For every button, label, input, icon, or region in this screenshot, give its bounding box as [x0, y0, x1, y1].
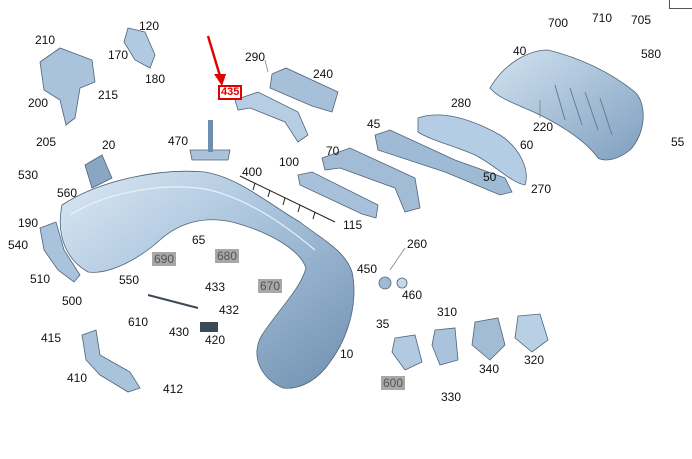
part-label-550[interactable]: 550 [119, 273, 140, 287]
part-label-35[interactable]: 35 [376, 317, 390, 331]
cover-240-part [269, 67, 339, 113]
part-label-420[interactable]: 420 [205, 333, 226, 347]
bracket-410-part [81, 329, 141, 393]
panel-20-part [84, 154, 113, 189]
red-arrow-icon [206, 35, 226, 86]
part-label-55[interactable]: 55 [671, 135, 685, 149]
part-label-500[interactable]: 500 [62, 294, 83, 308]
bracket-470-part [189, 149, 231, 161]
bumper-inner-edge [69, 186, 316, 251]
part-label-65[interactable]: 65 [192, 233, 206, 247]
part-label-610[interactable]: 610 [128, 315, 149, 329]
part-label-220[interactable]: 220 [533, 120, 554, 134]
part-label-120[interactable]: 120 [139, 19, 160, 33]
part-label-433[interactable]: 433 [205, 280, 226, 294]
part-label-435[interactable]: 435 [218, 85, 243, 100]
part-label-280[interactable]: 280 [451, 96, 472, 110]
strip-400-part [239, 175, 336, 223]
part-label-20[interactable]: 20 [102, 138, 116, 152]
part-label-430[interactable]: 430 [169, 325, 190, 339]
part-label-432[interactable]: 432 [219, 303, 240, 317]
part-label-60[interactable]: 60 [520, 138, 534, 152]
part-label-270[interactable]: 270 [531, 182, 552, 196]
rod-430-part [147, 294, 199, 309]
rear-diffuser-part [489, 49, 644, 161]
part-label-200[interactable]: 200 [28, 96, 49, 110]
part-label-460[interactable]: 460 [402, 288, 423, 302]
bracket-600-part [391, 334, 423, 371]
bracket-310-part [431, 327, 459, 366]
part-label-340[interactable]: 340 [479, 362, 500, 376]
strip-400-ticks [252, 182, 316, 220]
part-label-510[interactable]: 510 [30, 272, 51, 286]
bracket-340-part [471, 317, 506, 361]
part-label-600[interactable]: 600 [381, 376, 406, 390]
part-label-45[interactable]: 45 [367, 117, 381, 131]
bracket-200-part [39, 47, 96, 126]
part-label-290[interactable]: 290 [245, 50, 266, 64]
part-label-580[interactable]: 580 [641, 47, 662, 61]
bumper-cover-part [59, 170, 355, 389]
bracket-320-part [514, 313, 549, 353]
part-label-320[interactable]: 320 [524, 353, 545, 367]
part-label-680[interactable]: 680 [215, 249, 240, 263]
module-420-part [200, 322, 218, 332]
part-label-70[interactable]: 70 [326, 144, 340, 158]
panel-45-part [374, 129, 513, 196]
part-label-190[interactable]: 190 [18, 216, 39, 230]
part-label-215[interactable]: 215 [98, 88, 119, 102]
part-label-260[interactable]: 260 [407, 237, 428, 251]
diffuser-fins [554, 84, 613, 136]
part-label-710[interactable]: 710 [592, 11, 613, 25]
part-label-450[interactable]: 450 [357, 262, 378, 276]
part-label-530[interactable]: 530 [18, 168, 39, 182]
part-label-470[interactable]: 470 [168, 134, 189, 148]
part-label-100[interactable]: 100 [279, 155, 300, 169]
part-label-40[interactable]: 40 [513, 44, 527, 58]
rod-470-part [208, 120, 213, 152]
part-label-670[interactable]: 670 [258, 279, 283, 293]
leader-lines [264, 59, 541, 271]
part-label-50[interactable]: 50 [483, 170, 497, 184]
part-label-180[interactable]: 180 [145, 72, 166, 86]
part-label-170[interactable]: 170 [108, 48, 129, 62]
bracket-120-part [123, 27, 156, 69]
part-label-700[interactable]: 700 [548, 16, 569, 30]
part-label-690[interactable]: 690 [152, 252, 177, 266]
part-label-410[interactable]: 410 [67, 371, 88, 385]
part-label-705[interactable]: 705 [631, 13, 652, 27]
part-label-240[interactable]: 240 [313, 67, 334, 81]
bracket-70-part [321, 147, 421, 213]
window-corner[interactable] [669, 0, 692, 9]
panel-50-part [417, 114, 527, 186]
part-label-540[interactable]: 540 [8, 238, 29, 252]
part-label-205[interactable]: 205 [36, 135, 57, 149]
part-label-415[interactable]: 415 [41, 331, 62, 345]
bracket-190-part [39, 221, 81, 283]
ring-460-part [396, 277, 408, 289]
part-label-10[interactable]: 10 [340, 347, 354, 361]
part-label-400[interactable]: 400 [242, 165, 263, 179]
sensor-450-part [378, 276, 392, 290]
part-label-310[interactable]: 310 [437, 305, 458, 319]
part-label-330[interactable]: 330 [441, 390, 462, 404]
part-label-115[interactable]: 115 [343, 218, 363, 232]
bar-100-part [297, 171, 379, 219]
bracket-435-part [234, 91, 309, 143]
part-label-560[interactable]: 560 [57, 186, 78, 200]
part-label-210[interactable]: 210 [35, 33, 56, 47]
part-label-412[interactable]: 412 [163, 382, 184, 396]
